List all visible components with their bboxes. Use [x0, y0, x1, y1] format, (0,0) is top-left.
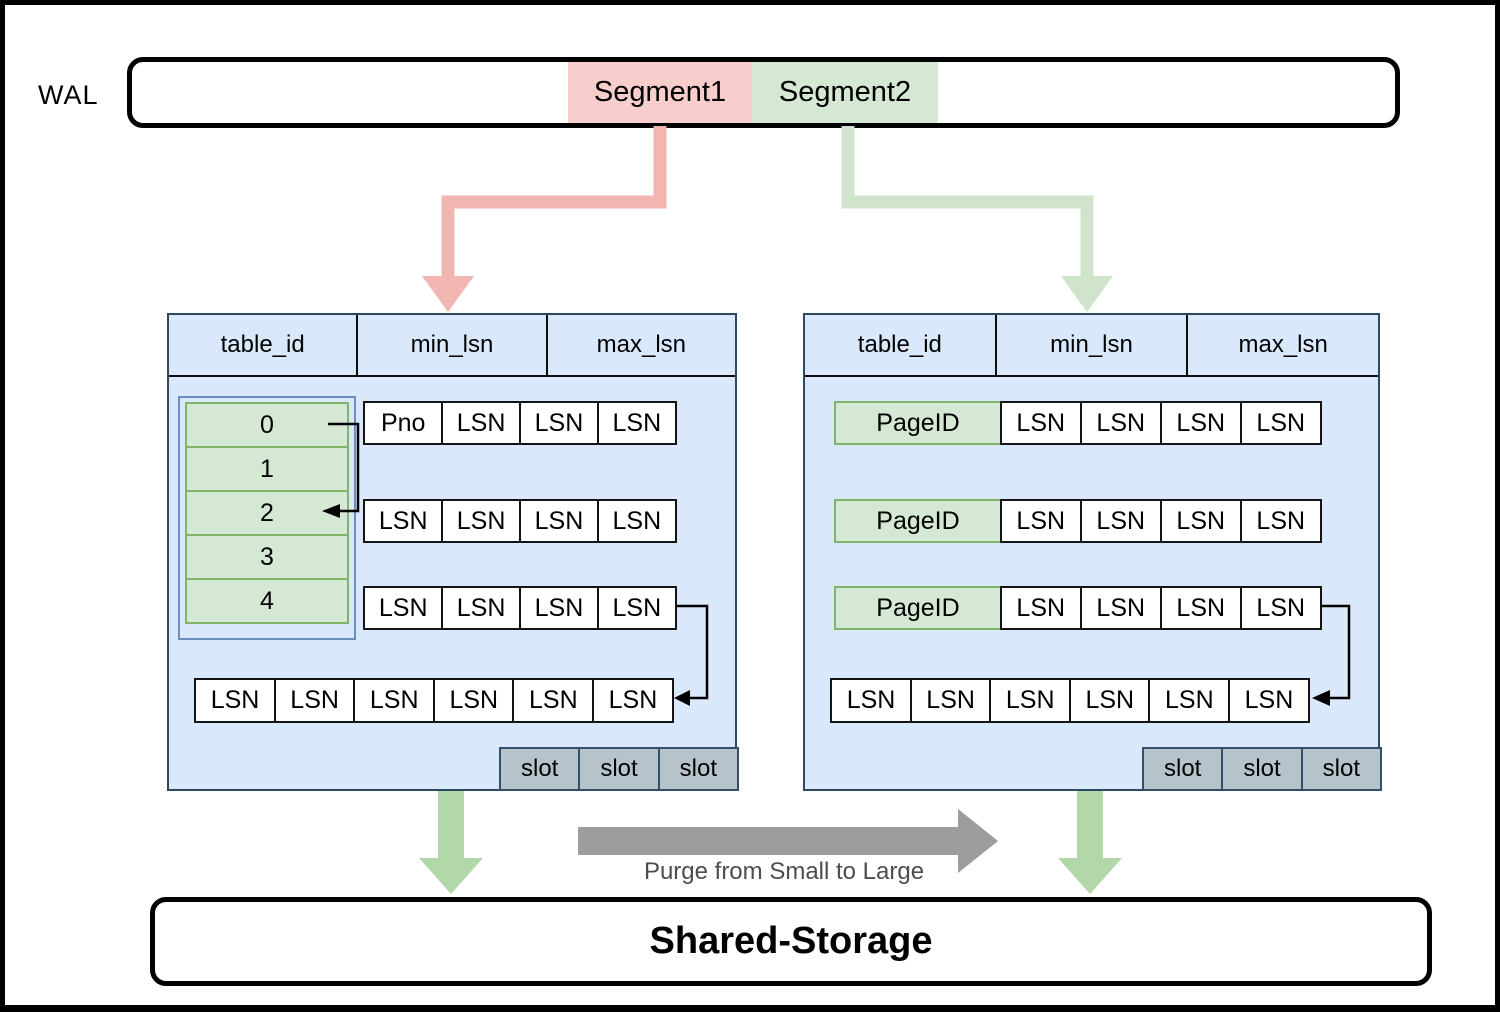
header-cell: table_id [169, 315, 359, 375]
lsn-cell: LSN [1079, 499, 1162, 543]
table-id-cell: 2 [185, 490, 349, 536]
lsn-cell: LSN [1159, 401, 1242, 445]
lsn-cell: LSN [1159, 499, 1242, 543]
header-cell: min_lsn [358, 315, 548, 375]
lsn-cell: LSN [512, 678, 595, 723]
lsn-cell: LSN [999, 499, 1082, 543]
lsn-cell: LSN [518, 499, 600, 543]
shared-storage-label: Shared-Storage [649, 920, 933, 962]
table-id-cell: 4 [185, 578, 349, 624]
pno-cell: Pno [363, 401, 444, 445]
arrow-right-table-to-storage [1058, 791, 1122, 894]
lsn-cell: LSN [596, 499, 677, 543]
header-cell: max_lsn [1238, 331, 1328, 358]
image-border-top [0, 0, 1500, 5]
slot-cell: slot [1142, 747, 1224, 791]
wal-bar: Segment1 Segment2 [127, 57, 1400, 128]
table-id-cell: 0 [185, 402, 349, 448]
lsn-cell: LSN [440, 586, 522, 630]
lsn-cell: LSN [273, 678, 356, 723]
lsn-cell: LSN [591, 678, 674, 723]
slot-cell: slot [578, 747, 660, 791]
lsn-cell: LSN [830, 678, 913, 723]
lsn-cell: LSN [1079, 586, 1162, 630]
pageid-cell: PageID [834, 401, 1002, 445]
lsn-cell: LSN [999, 401, 1082, 445]
lsn-cell: LSN [440, 401, 522, 445]
wal-segment2: Segment2 [752, 62, 938, 123]
arrow-segment2-to-right-table [841, 126, 1113, 312]
lsn-cell: LSN [440, 499, 522, 543]
slot-cell: slot [1300, 747, 1382, 791]
lsn-cell: LSN [1239, 586, 1322, 630]
lsn-cell: LSN [1148, 678, 1231, 723]
lsn-cell: LSN [518, 586, 600, 630]
lsn-cell: LSN [518, 401, 600, 445]
lsn-cell: LSN [989, 678, 1072, 723]
image-border-left [0, 0, 5, 1012]
arrow-left-table-to-storage [419, 791, 483, 894]
wal-label: WAL [38, 80, 99, 110]
image-border-right [1495, 0, 1500, 1012]
lsn-cell: LSN [1079, 401, 1162, 445]
lsn-cell: LSN [596, 586, 677, 630]
lsn-cell: LSN [1239, 401, 1322, 445]
arrow-segment1-to-left-table [422, 126, 667, 312]
header-cell: min_lsn [997, 315, 1189, 375]
lsn-cell: LSN [353, 678, 436, 723]
header-cell: table_id [805, 315, 997, 375]
table-id-cell: 1 [185, 446, 349, 492]
table-id-cell: 3 [185, 534, 349, 580]
lsn-cell: LSN [194, 678, 277, 723]
lsn-cell: LSN [1239, 499, 1322, 543]
slot-cell: slot [1221, 747, 1303, 791]
lsn-cell: LSN [1068, 678, 1151, 723]
pageid-cell: PageID [834, 499, 1002, 543]
lsn-cell: LSN [999, 586, 1082, 630]
lsn-cell: LSN [909, 678, 992, 723]
lsn-cell: LSN [363, 586, 444, 630]
image-border-bottom [0, 1005, 1500, 1012]
purge-label: Purge from Small to Large [643, 858, 925, 885]
header-cell: max_lsn [596, 331, 686, 358]
lsn-cell: LSN [1159, 586, 1242, 630]
lsn-cell: LSN [363, 499, 444, 543]
pageid-cell: PageID [834, 586, 1002, 630]
wal-segment1: Segment1 [568, 62, 752, 123]
lsn-cell: LSN [432, 678, 515, 723]
slot-cell: slot [657, 747, 739, 791]
lsn-cell: LSN [1227, 678, 1310, 723]
lsn-cell: LSN [596, 401, 677, 445]
shared-storage-box: Shared-Storage [150, 897, 1432, 986]
slot-cell: slot [499, 747, 581, 791]
